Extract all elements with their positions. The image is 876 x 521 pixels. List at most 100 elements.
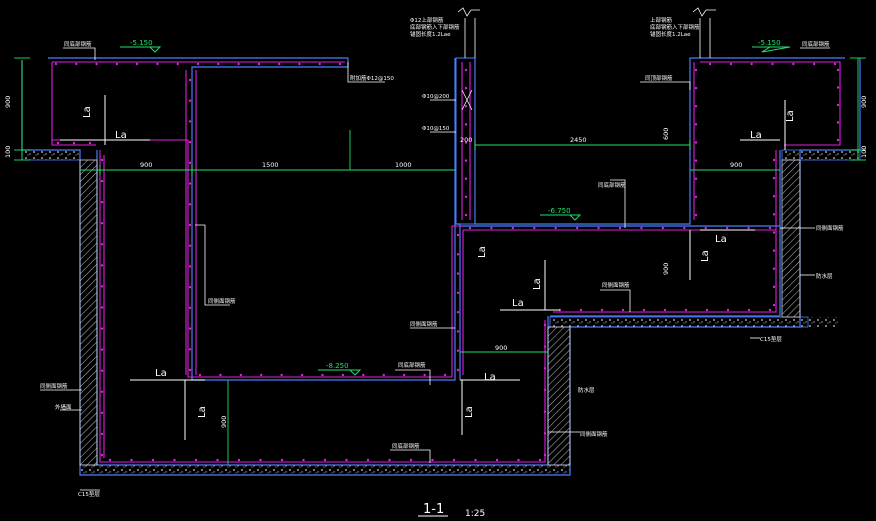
la-label-6: La (785, 110, 796, 122)
rebar-dot (579, 308, 583, 312)
dim-1000: 1000 (395, 161, 412, 169)
la-label-1: La (82, 106, 93, 118)
note-waterproof-step: 防水层 (578, 386, 595, 394)
rebar-dot (621, 308, 625, 312)
dim-right-100: 100 (860, 146, 868, 158)
rebar-dot (345, 458, 348, 462)
note-top-left: Φ12上部钢筋底部钢筋入下部钢筋锚固长度1.2Lae (410, 16, 460, 38)
rebar-dot (95, 62, 98, 66)
rebar-dot (100, 285, 104, 288)
rebar-dot (188, 265, 192, 268)
note-side-rebar-left: 同侧面钢筋 (40, 382, 68, 390)
rebar-dot (694, 141, 698, 144)
rebar-dot (100, 453, 104, 457)
rebar-dot (836, 86, 840, 89)
rebar-dot (543, 453, 547, 457)
note-cushion-right: C15垫层 (760, 335, 782, 343)
rebar-dot (280, 373, 283, 377)
break-symbols (457, 7, 716, 111)
rebar-dot (188, 327, 192, 330)
note-side-rebar-right-low: 同侧面钢筋 (580, 430, 608, 438)
rebar-dot (176, 62, 179, 66)
rebar-dot (72, 141, 76, 145)
rebar-dot (100, 348, 104, 351)
rebar-dot (464, 68, 468, 72)
rebar-dot (151, 458, 155, 462)
rebar-dot (100, 158, 104, 162)
rebar-dot (88, 141, 92, 145)
rebar-dot (729, 62, 733, 66)
note-side-rebar-step: 同侧面钢筋 (602, 281, 630, 289)
rebar-dot (772, 195, 776, 198)
rebar-dot (812, 62, 816, 66)
dim-left-100: 100 (4, 146, 12, 158)
rebar-lines (51, 61, 841, 463)
rebar-dot (836, 138, 840, 142)
la-label-4: La (197, 406, 208, 418)
rebar-dot (543, 367, 547, 370)
rebar-dot (554, 226, 557, 230)
rebar-dot (260, 373, 263, 377)
rebar-dot (100, 243, 104, 246)
leader-lines (40, 18, 830, 491)
rebar-dot (618, 226, 622, 230)
rebar-dot (216, 458, 219, 462)
la-label-8: La (700, 250, 711, 262)
rebar-dot (464, 213, 468, 217)
rebar-dot (704, 226, 707, 230)
rebar-dot (75, 62, 78, 66)
rebar-dot (575, 226, 579, 230)
rebar-dot (694, 123, 698, 126)
rebar-dot (341, 373, 345, 377)
rebar-dot (277, 62, 281, 66)
la-label-10: La (484, 372, 496, 383)
rebar-dot (100, 306, 104, 309)
rebar-dot (538, 458, 542, 462)
rebar-dot (100, 179, 104, 183)
note-cushion-left: C15垫层 (78, 490, 100, 498)
rebar-dot (456, 253, 460, 256)
rebar-dot (443, 373, 447, 377)
dimension-lines (14, 57, 866, 465)
rebar-dot (464, 195, 468, 199)
rebar-dot (409, 458, 413, 462)
rebar-dot (464, 105, 468, 108)
la-labels: La La La La La La La La La La La La La (82, 106, 796, 418)
rebar-dot (768, 226, 772, 230)
rebar-dot (257, 62, 261, 66)
rebar-dot (836, 121, 840, 124)
section-scale: 1:25 (465, 509, 485, 519)
rebar-dot (772, 231, 776, 234)
level-mid-step: -6.750 (548, 207, 571, 215)
rebar-dot (456, 233, 460, 237)
rebar-dot (188, 203, 192, 206)
rebar-dot (694, 86, 698, 90)
rebar-dot (663, 308, 667, 312)
rebar-dot (517, 458, 520, 462)
dim-600: 600 (662, 128, 670, 140)
rebar-dot (135, 62, 139, 66)
rebar-dot (280, 458, 284, 462)
rebar-dot (217, 62, 220, 66)
dim-900-c: 900 (495, 344, 507, 352)
note-rebar-1: 附加筋Φ12@150 (350, 74, 394, 82)
rebar-dot (543, 323, 547, 327)
rebar-dot (156, 62, 159, 66)
rebar-dot (464, 177, 468, 180)
rebar-dot (495, 458, 499, 462)
level-bottom: -8.250 (326, 362, 349, 370)
la-label-12: La (512, 298, 524, 309)
dim-right-900: 900 (860, 96, 868, 108)
rebar-dot (836, 68, 840, 72)
rebar-dot (694, 159, 698, 162)
la-label-11: La (464, 406, 475, 418)
level-labels: -5.150 -5.150 -6.750 -8.250 (130, 39, 781, 370)
rebar-dot (772, 267, 776, 270)
rebar-dot (694, 68, 698, 72)
rebar-dot (772, 249, 776, 252)
rebar-dot (173, 458, 176, 462)
rebar-dot (100, 200, 104, 204)
rebar-dot (382, 373, 385, 377)
gravel-layers (21, 149, 861, 476)
rebar-dot (362, 373, 365, 377)
